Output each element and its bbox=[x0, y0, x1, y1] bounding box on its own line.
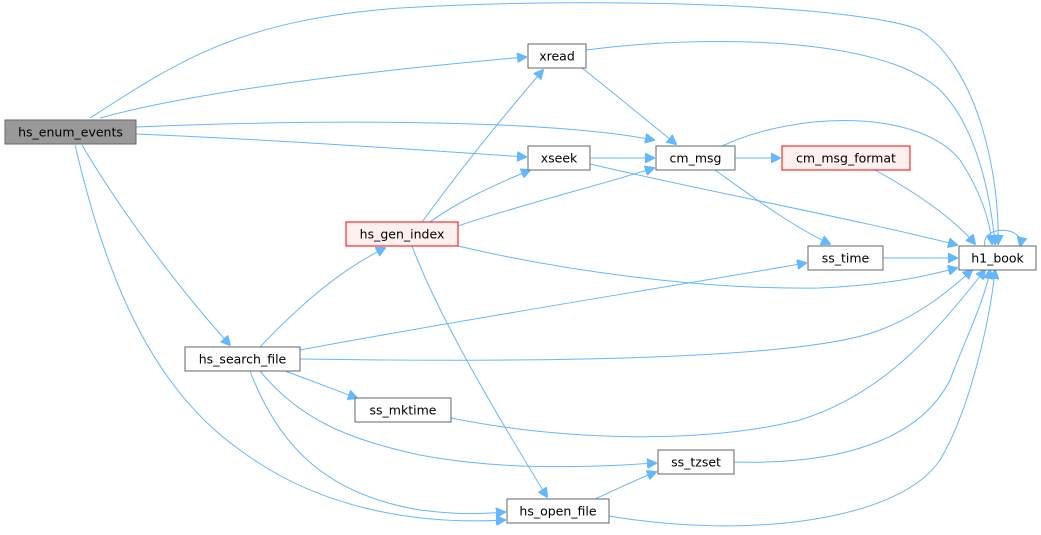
node-xseek[interactable]: xseek bbox=[527, 145, 591, 171]
node-label-ss-time: ss_time bbox=[822, 251, 870, 266]
edge-h1-book-to-h1-book bbox=[984, 229, 1021, 246]
node-hs-gen-index[interactable]: hs_gen_index bbox=[345, 221, 459, 247]
node-label-xseek: xseek bbox=[541, 151, 578, 166]
edge-xread-to-cm-msg bbox=[581, 67, 676, 144]
node-label-cm-msg-format: cm_msg_format bbox=[796, 151, 896, 166]
node-ss-tzset[interactable]: ss_tzset bbox=[657, 449, 735, 475]
edge-hs-search-file-to-h1-book bbox=[299, 270, 972, 361]
edge-hs-open-file-to-ss-tzset bbox=[594, 472, 656, 500]
node-hs-search-file[interactable]: hs_search_file bbox=[184, 346, 301, 372]
node-cm-msg-format[interactable]: cm_msg_format bbox=[781, 145, 911, 171]
node-label-ss-tzset: ss_tzset bbox=[671, 455, 721, 470]
edge-xseek-to-h1-book bbox=[589, 163, 957, 245]
node-hs-enum-events[interactable]: hs_enum_events bbox=[4, 119, 137, 145]
node-label-hs-search-file: hs_search_file bbox=[199, 352, 287, 367]
edge-cm-msg-format-to-h1-book bbox=[874, 169, 975, 244]
edge-hs-enum-events-to-xread bbox=[99, 57, 526, 119]
edge-cm-msg-to-ss-time bbox=[714, 169, 830, 244]
edge-hs-enum-events-to-xseek bbox=[135, 133, 526, 157]
node-label-h1-book: h1_book bbox=[971, 251, 1024, 266]
edge-hs-enum-events-to-hs-open-file bbox=[74, 144, 505, 521]
node-ss-mktime[interactable]: ss_mktime bbox=[354, 397, 452, 423]
edge-hs-gen-index-to-hs-open-file bbox=[411, 245, 547, 497]
edge-cm-msg-to-h1-book bbox=[721, 120, 992, 244]
edge-hs-open-file-to-h1-book bbox=[608, 270, 995, 527]
node-label-hs-enum-events: hs_enum_events bbox=[18, 125, 123, 140]
edge-ss-tzset-to-h1-book bbox=[733, 270, 990, 463]
edge-hs-gen-index-to-xseek bbox=[429, 170, 530, 223]
node-hs-open-file[interactable]: hs_open_file bbox=[506, 498, 610, 524]
node-ss-time[interactable]: ss_time bbox=[807, 245, 884, 271]
edge-hs-search-file-to-ss-time bbox=[299, 263, 806, 351]
edge-xread-to-h1-book bbox=[585, 40, 995, 244]
edge-hs-gen-index-to-h1-book bbox=[457, 245, 957, 289]
edge-ss-mktime-to-h1-book bbox=[450, 270, 985, 438]
node-label-ss-mktime: ss_mktime bbox=[370, 403, 437, 418]
edge-hs-search-file-to-hs-open-file bbox=[249, 370, 505, 514]
edge-hs-gen-index-to-xread bbox=[421, 70, 543, 223]
node-h1-book[interactable]: h1_book bbox=[958, 245, 1037, 271]
edge-hs-search-file-to-hs-gen-index bbox=[259, 248, 385, 348]
node-cm-msg[interactable]: cm_msg bbox=[655, 145, 736, 171]
edge-hs-enum-events-to-h1-book bbox=[89, 2, 998, 244]
node-label-xread: xread bbox=[539, 49, 575, 64]
node-label-hs-gen-index: hs_gen_index bbox=[360, 227, 445, 242]
node-label-hs-open-file: hs_open_file bbox=[519, 504, 596, 519]
node-xread[interactable]: xread bbox=[527, 43, 587, 69]
edge-hs-enum-events-to-hs-search-file bbox=[81, 144, 230, 345]
edge-hs-search-file-to-ss-mktime bbox=[284, 370, 357, 398]
nodes-layer: hs_enum_events xread xseek cm_msg cm_msg… bbox=[4, 43, 1037, 524]
node-label-cm-msg: cm_msg bbox=[670, 151, 722, 166]
edge-hs-search-file-to-ss-tzset bbox=[259, 370, 656, 467]
edge-hs-gen-index-to-cm-msg bbox=[457, 168, 654, 227]
edges-layer bbox=[74, 2, 1021, 527]
edge-hs-enum-events-to-cm-msg bbox=[135, 121, 654, 140]
